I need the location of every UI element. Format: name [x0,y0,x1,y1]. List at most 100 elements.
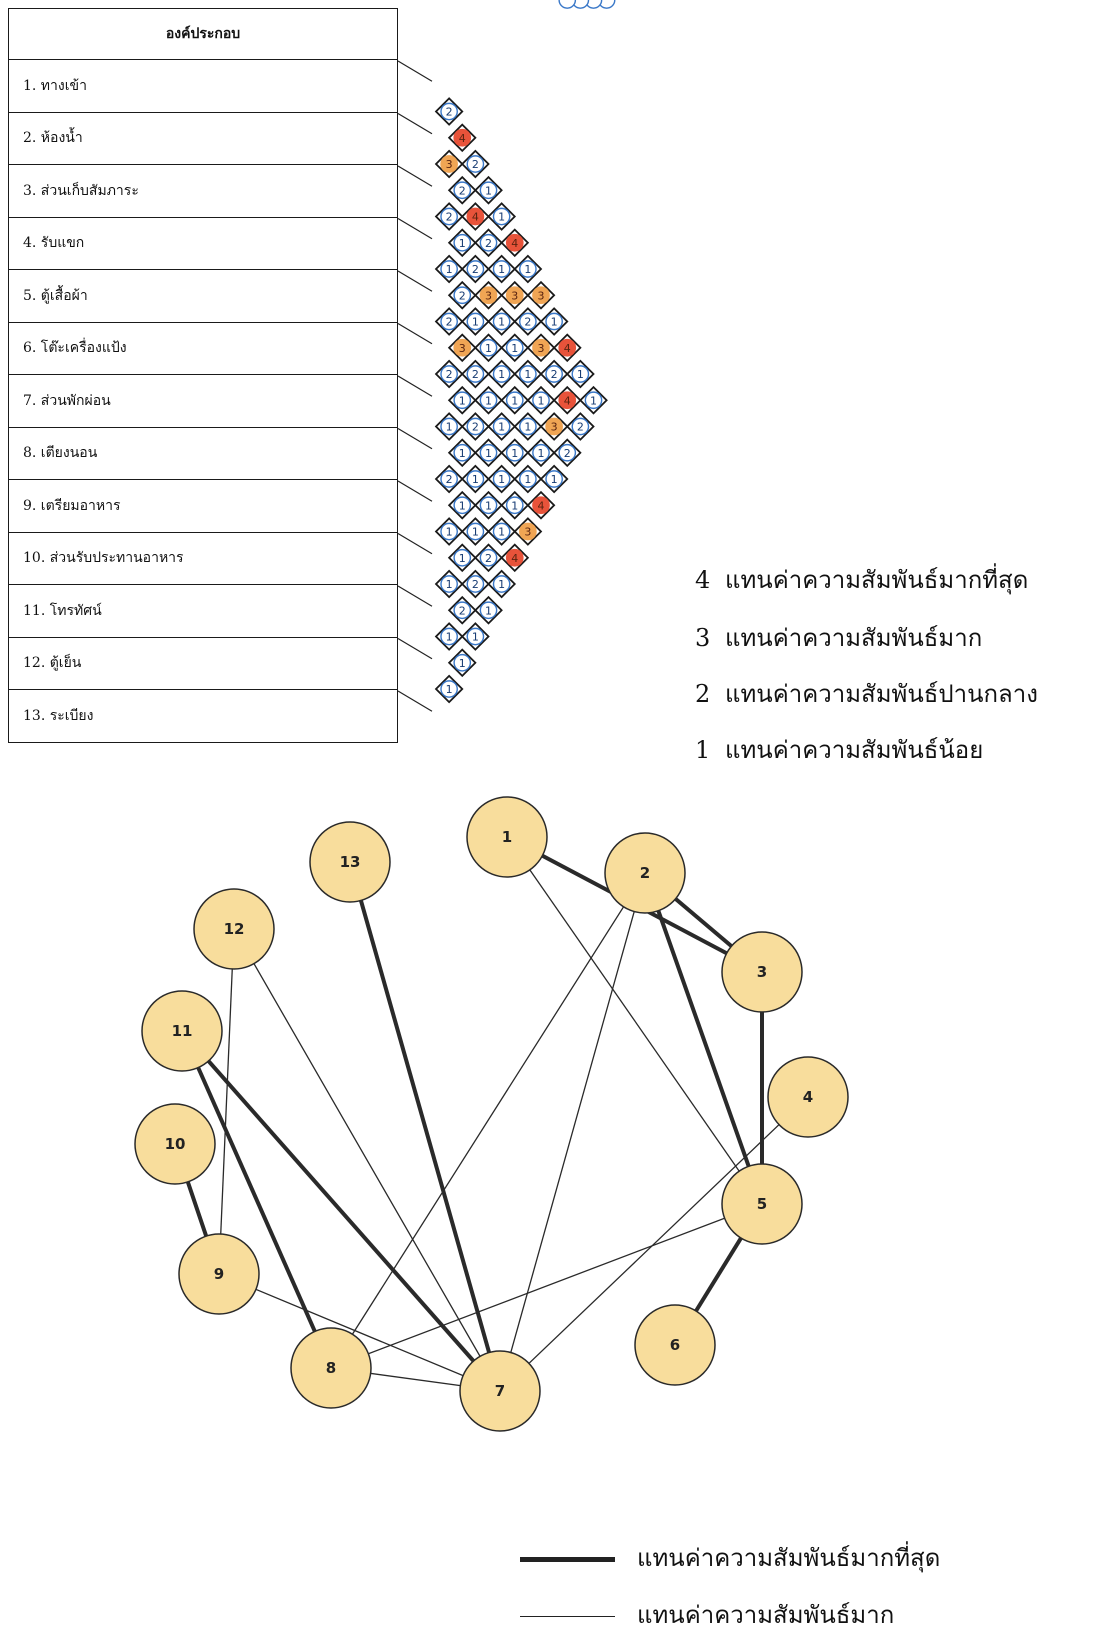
relationship-line [643,872,764,1205]
matrix-cell: 1 [565,359,595,389]
matrix-value: 3 [524,526,531,539]
matrix-cell: 1 [487,412,517,441]
table-row: 6. โต๊ะเครื่องแป้ง [8,321,398,375]
node-label: 2 [640,864,650,882]
matrix-cell: 1 [526,438,556,468]
relationship-line [348,861,502,1392]
line-legend-thick: แทนค่าความสัมพันธ์มากที่สุด [520,1538,940,1577]
matrix-value: 1 [524,263,531,276]
node-label: 10 [165,1135,186,1153]
relationship-line [173,1143,221,1275]
matrix-cell: 2 [447,175,477,205]
relationship-line [643,871,764,974]
matrix-value: 2 [485,237,492,250]
line-legend-text: แทนค่าความสัมพันธ์มาก [637,1601,895,1629]
node-label: 5 [757,1195,767,1213]
matrix-value: 1 [538,394,545,407]
legend-num: 4 [695,566,711,594]
matrix-cell: 1 [513,254,543,284]
matrix-cell: 2 [434,97,464,126]
node-label: 4 [803,1088,813,1106]
node-label: 8 [326,1359,336,1377]
matrix-cell: 3 [526,333,556,363]
matrix-cell: 1 [487,202,517,231]
matrix-value: 1 [459,394,466,407]
node-label: 13 [340,853,361,871]
matrix-value: 1 [446,421,453,434]
matrix-cell: 1 [474,595,503,625]
matrix-cell: 1 [434,674,464,704]
matrix-value: 1 [459,657,466,670]
matrix-value: 1 [446,263,453,276]
matrix-cell: 1 [513,464,543,494]
row-connector [397,375,433,397]
thick-line-sample [520,1557,615,1562]
matrix-cell: 1 [500,438,530,468]
space-node: 8 [290,1327,372,1409]
matrix-value: 2 [472,158,479,171]
row-connector [397,60,433,82]
matrix-cell: 1 [584,0,603,9]
matrix-value: 2 [459,289,466,302]
matrix-value: 2 [446,368,453,381]
legend-text: แทนค่าความสัมพันธ์น้อย [725,736,984,764]
matrix-value: 2 [472,421,479,434]
relationship-line [499,872,646,1392]
matrix-cell: 1 [447,385,477,415]
matrix-cell: 1 [460,307,490,336]
space-node: 12 [193,888,275,970]
matrix-value: 1 [485,499,492,512]
matrix-value: 1 [498,316,505,329]
matrix-value: 1 [498,211,505,224]
matrix-cell: 2 [539,359,569,389]
row-connector [397,427,433,450]
row-connector [397,217,433,240]
matrix-cell: 1 [500,490,530,520]
matrix-value: 1 [446,631,453,644]
matrix-cell: 1 [474,333,503,363]
matrix-cell: 1 [460,622,490,651]
node-label: 11 [172,1022,193,1040]
matrix-cell: 4 [460,202,490,231]
matrix-value: 1 [485,604,492,617]
matrix-cell: 2 [474,543,503,573]
matrix-cell: 1 [487,464,517,494]
matrix-value: 1 [472,316,479,329]
matrix-cell: 1 [474,490,503,520]
matrix-cell: 2 [460,569,490,599]
matrix-cell: 1 [447,543,477,573]
table-row: 11. โทรทัศน์ [8,584,398,638]
relationship-line [506,835,763,974]
matrix-value: 1 [459,552,466,565]
matrix-cell: 2 [552,438,582,468]
matrix-value: 2 [459,604,466,617]
matrix-cell: 2 [460,149,490,179]
row-connector [397,270,433,292]
matrix-cell: 1 [460,464,490,494]
legend-text: แทนค่าความสัมพันธ์มาก [725,624,983,652]
matrix-cell: 1 [487,569,517,599]
matrix-cell: 1 [474,175,503,205]
matrix-value: 4 [538,499,545,512]
row-connector [397,532,433,555]
matrix-value: 1 [511,447,518,460]
relationship-line [218,1273,501,1392]
matrix-value: 1 [577,368,584,381]
matrix-cell: 2 [565,412,595,441]
relationship-line [330,1367,501,1392]
relationship-line [180,1029,502,1393]
space-node: 5 [721,1163,803,1245]
matrix-value: 1 [472,526,479,539]
node-label: 3 [757,963,767,981]
matrix-cell: 1 [434,569,464,599]
matrix-value: 4 [564,394,571,407]
matrix-cell: 2 [460,359,490,389]
table-row: 4. รับแขก [8,216,398,270]
space-node: 10 [134,1103,216,1185]
matrix-cell: 1 [597,0,616,9]
matrix-cell: 1 [447,228,477,258]
matrix-value: 3 [538,289,545,302]
matrix-cell: 1 [434,622,464,651]
